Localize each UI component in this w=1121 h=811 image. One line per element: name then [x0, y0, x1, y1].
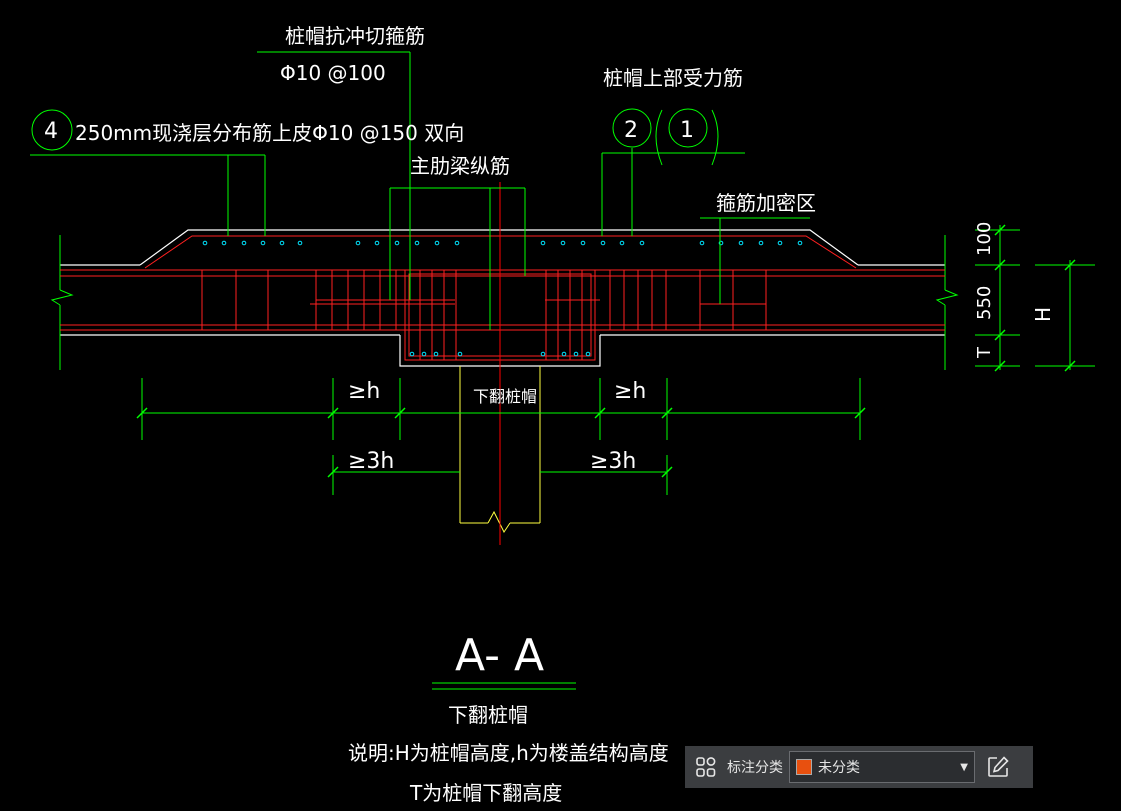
- category-color-swatch: [796, 759, 812, 775]
- category-selected-value: 未分类: [818, 760, 860, 776]
- concrete-outline: [60, 229, 945, 367]
- category-label: 标注分类: [727, 760, 783, 776]
- dimension-ticks: [136, 224, 1076, 478]
- category-select[interactable]: 未分类 ▼: [789, 751, 975, 783]
- callout-circles: [31, 108, 719, 166]
- callout-2-number: 2: [624, 118, 638, 143]
- stirrup-dense-zone-label: 箍筋加密区: [716, 191, 816, 215]
- section-title: A- A: [455, 630, 544, 681]
- dim-ge-h-left: ≥h: [348, 379, 380, 404]
- dim-550: 550: [974, 286, 995, 320]
- top-rebar-title: 桩帽上部受力筋: [603, 66, 743, 90]
- note-line-2: T为桩帽下翻高度: [409, 781, 562, 805]
- column: [459, 366, 541, 533]
- rebar-dots: [202, 240, 803, 357]
- rebar: [60, 235, 945, 361]
- column-cap-label: 下翻桩帽: [473, 387, 537, 406]
- callout-4-number: 4: [44, 119, 58, 144]
- chevron-down-icon: ▼: [960, 761, 968, 773]
- punch-stirrup-spec: Φ10 @100: [280, 61, 386, 85]
- edit-icon[interactable]: [983, 752, 1013, 782]
- dim-ge-h-right: ≥h: [614, 379, 646, 404]
- grid-apps-icon[interactable]: [691, 752, 721, 782]
- dim-ge-3h-right: ≥3h: [590, 449, 636, 474]
- dim-ge-3h-left: ≥3h: [348, 449, 394, 474]
- callout-4-text: 250mm现浇层分布筋上皮Φ10 @150 双向: [75, 121, 464, 145]
- section-subtitle: 下翻桩帽: [448, 703, 528, 727]
- note-line-1: 说明:H为桩帽高度,h为楼盖结构高度: [348, 741, 669, 765]
- main-beam-rebar-label: 主肋梁纵筋: [410, 154, 510, 178]
- leader-lines: [30, 51, 1095, 690]
- break-symbols: [50, 235, 959, 370]
- dim-H: H: [1031, 307, 1055, 322]
- callout-1-number: 1: [680, 118, 694, 143]
- punch-stirrup-title: 桩帽抗冲切箍筋: [285, 24, 425, 48]
- dim-100: 100: [974, 222, 995, 256]
- dim-T: T: [974, 346, 995, 359]
- annotation-category-toolbar: 标注分类 未分类 ▼: [685, 746, 1033, 788]
